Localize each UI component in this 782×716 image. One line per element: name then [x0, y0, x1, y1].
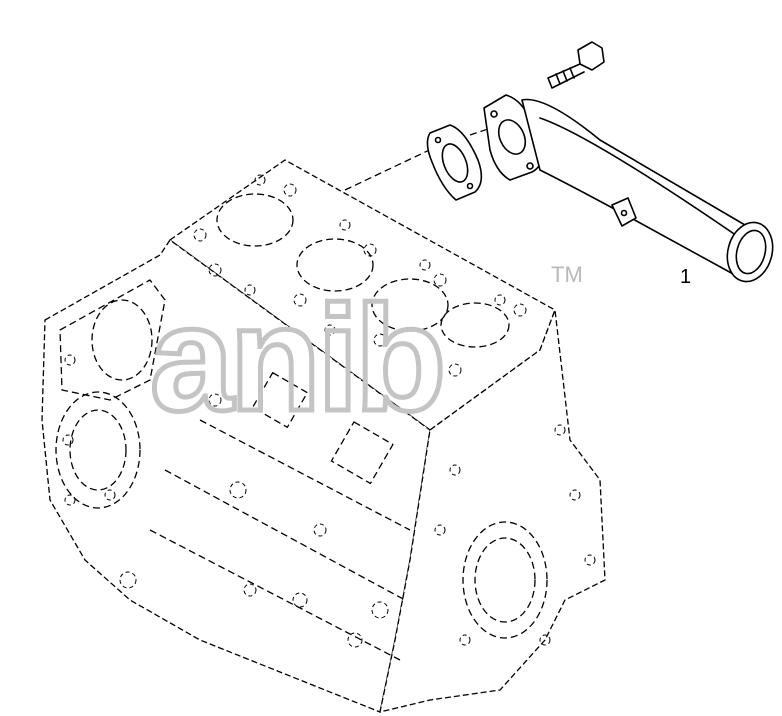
bolt [547, 41, 605, 89]
gasket [426, 124, 483, 201]
trademark-symbol: TM [551, 262, 583, 287]
watermark-text: anib [150, 274, 442, 442]
engine-block [41, 159, 606, 713]
water-pipe [483, 94, 774, 283]
watermark: anib TM [148, 262, 583, 445]
part-callout-1: 1 [680, 266, 691, 288]
